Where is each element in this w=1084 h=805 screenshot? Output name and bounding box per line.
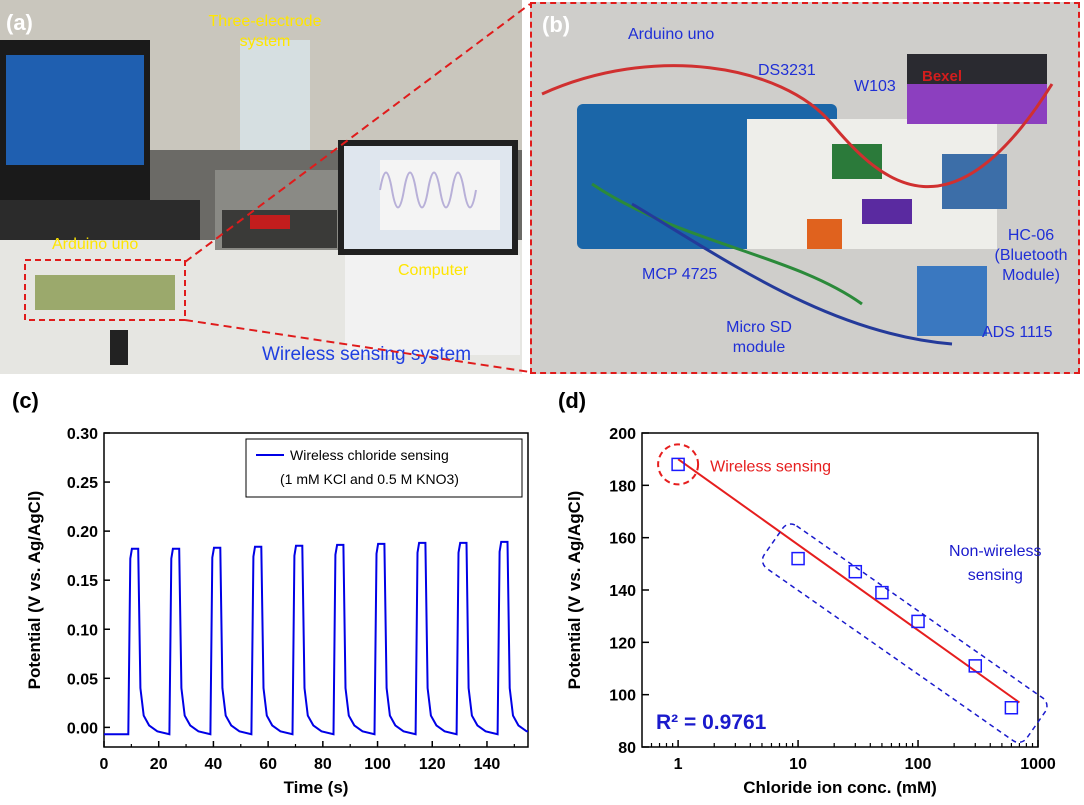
chart-c: 0 20 40 60 80 100 120 140 0.00 0.05 0.10 0.15 0.20 0.…: [25, 426, 529, 797]
w103-label: W103: [854, 78, 896, 95]
photo-panel-a: (a) Three-electrode system Arduino uno C…: [0, 0, 522, 374]
y-axis-label: Potential (V vs. Ag/AgCl): [565, 491, 584, 690]
microsd-label: Micro SD module: [726, 319, 792, 356]
ds3231-label: DS3231: [758, 62, 816, 79]
x-tick-label: 100: [364, 756, 391, 773]
legend-label-line2: (1 mM KCl and 0.5 M KNO3): [280, 471, 459, 487]
x-tick-label: 100: [905, 756, 932, 773]
fit-line: [677, 458, 1020, 704]
y-tick-label: 160: [609, 531, 636, 548]
battery-brand: Bexel: [922, 68, 963, 85]
photo-b-illustration: [532, 4, 1078, 372]
y-tick-label: 140: [609, 583, 636, 600]
plot-frame: [641, 432, 1039, 748]
x-tick-label: 20: [150, 756, 168, 773]
y-tick-label: 0.25: [67, 475, 98, 492]
panel-b-label: (b): [542, 12, 571, 37]
x-tick-label: 80: [314, 756, 332, 773]
data-point: [968, 659, 983, 673]
series-line-wireless: [104, 540, 528, 736]
arduino-label-b: Arduino uno: [628, 26, 715, 43]
y-tick-label: 0.30: [67, 426, 98, 443]
x-tick-label: 140: [474, 756, 501, 773]
y-tick-label: 100: [609, 688, 636, 705]
photo-panel-b: (b) Bexel Arduino uno DS3231 W103 HC-06 …: [530, 2, 1080, 374]
y-tick-label: 0.20: [67, 524, 98, 541]
y-tick-label: 0.05: [67, 671, 98, 688]
data-point: [791, 551, 805, 566]
x-tick-label: 1000: [1020, 756, 1056, 773]
data-point: [1004, 701, 1019, 715]
data-point: [875, 585, 889, 600]
x-tick-label: 1: [674, 756, 683, 773]
arduino-label-a: Arduino uno: [52, 236, 139, 253]
legend-box: [245, 438, 523, 498]
x-tick-label: 0: [100, 756, 109, 773]
legend-label: Wireless chloride sensing: [290, 447, 449, 463]
y-tick-label: 0.00: [67, 720, 98, 737]
data-point: [848, 564, 863, 579]
y-tick-label: 0.15: [67, 573, 98, 590]
computer-label: Computer: [398, 262, 469, 279]
r2-label: R² = 0.9761: [656, 711, 767, 734]
nonwireless-group-box: [761, 523, 1048, 744]
three-electrode-label: Three-electrode system: [208, 13, 322, 50]
x-axis-label: Chloride ion conc. (mM): [743, 778, 937, 797]
panel-c-label: (c): [12, 388, 39, 413]
y-tick-label: 0.10: [67, 622, 98, 639]
hc06-label: HC-06 (Bluetooth Module): [994, 227, 1068, 284]
y-tick-label: 120: [609, 635, 636, 652]
y-tick-label: 180: [609, 478, 636, 495]
data-point: [671, 457, 685, 472]
y-tick-label: 80: [618, 740, 636, 757]
data-point: [911, 614, 925, 629]
y-axis-label: Potential (V vs. Ag/AgCl): [25, 491, 44, 690]
x-tick-label: 120: [419, 756, 446, 773]
x-axis-label: Time (s): [284, 778, 349, 797]
x-tick-label: 40: [205, 756, 223, 773]
wireless-highlight-circle: [657, 443, 700, 486]
y-tick-label: 200: [609, 426, 636, 443]
photo-a-illustration: [0, 0, 522, 374]
wireless-system-label: Wireless sensing system: [262, 344, 472, 365]
nonwireless-annotation-1: Non-wireless: [949, 543, 1041, 560]
x-tick-label: 60: [259, 756, 277, 773]
mcp4725-label: MCP 4725: [642, 266, 718, 283]
plot-frame: [103, 432, 529, 748]
wireless-annotation: Wireless sensing: [710, 458, 831, 475]
x-tick-label: 10: [789, 756, 807, 773]
ads1115-label: ADS 1115: [982, 324, 1053, 341]
nonwireless-annotation-2: sensing: [968, 567, 1023, 584]
panel-a-label: (a): [6, 10, 33, 35]
panel-d-label: (d): [558, 388, 587, 413]
